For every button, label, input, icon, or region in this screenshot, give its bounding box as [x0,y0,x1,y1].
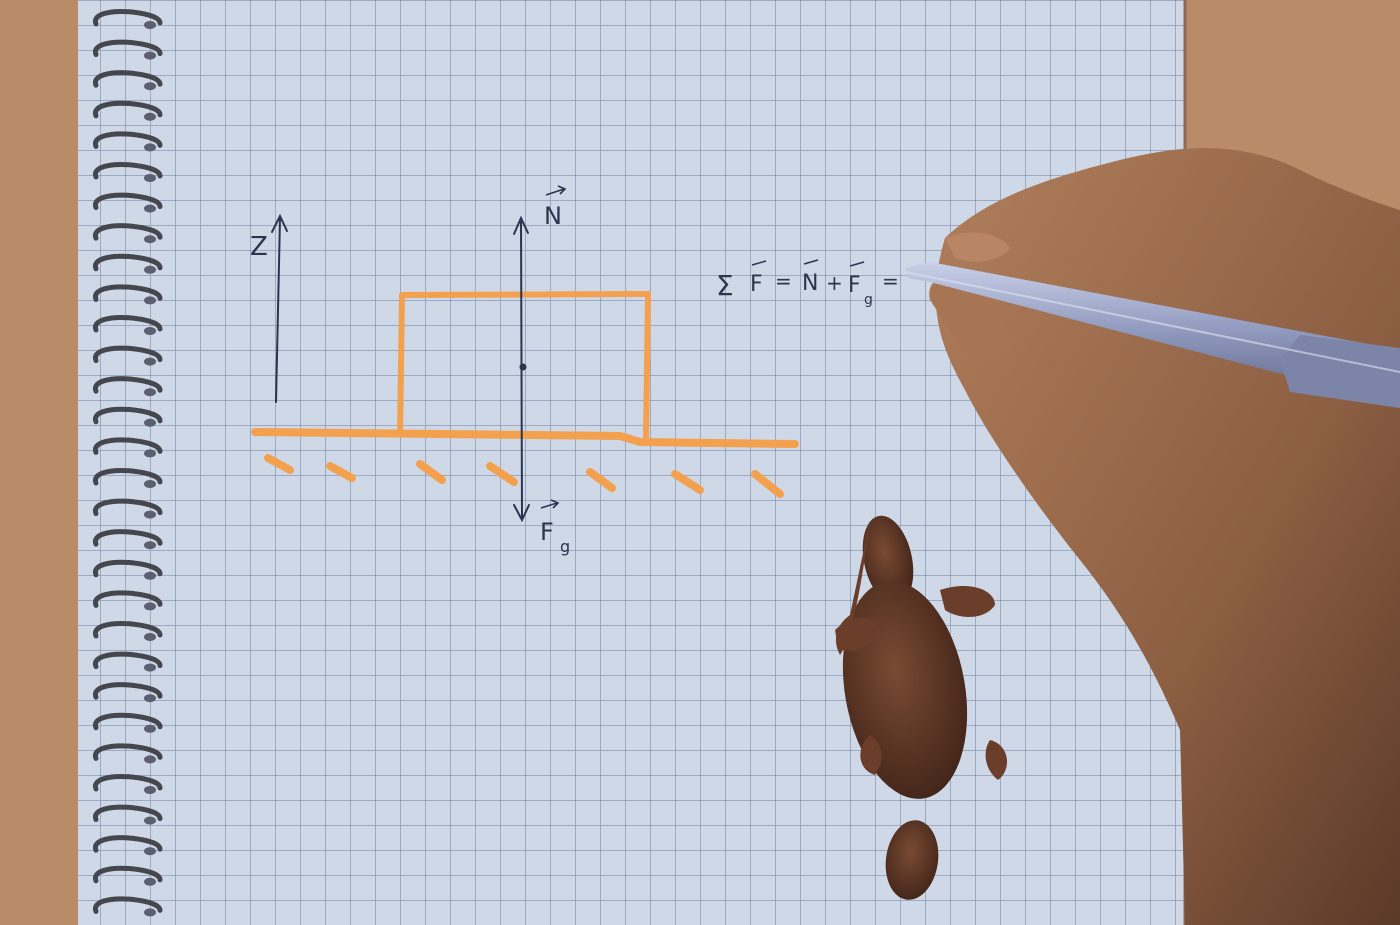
spiral-ring [93,9,163,27]
spiral-ring [93,406,163,425]
spiral-hole [144,724,156,733]
z-axis [271,213,288,403]
spiral-hole [144,633,156,641]
ground-line [251,428,799,448]
spiral-ring [93,345,163,364]
gravity-force-label: F [540,518,554,546]
spiral-hole [144,296,156,305]
spiral-binding [93,9,163,917]
spiral-hole [144,602,156,611]
spiral-ring [93,865,163,884]
equation-n: N [802,271,818,296]
spiral-hole [144,541,156,550]
spiral-ring [93,559,163,578]
spiral-ring [93,468,163,486]
spiral-hole [144,174,156,182]
spiral-ring [93,621,163,639]
spiral-hole [144,847,156,856]
spiral-ring [93,315,163,333]
equation-equals-2: = [882,269,899,293]
spiral-ring [93,253,163,272]
spiral-ring [93,682,163,700]
gravity-subscript: g [560,537,570,556]
equation-f: F [750,272,763,297]
spiral-hole [144,571,156,580]
spiral-hole [144,235,156,244]
normal-force-label: N [544,202,562,230]
spiral-hole [144,908,156,917]
spiral-hole [144,357,156,366]
z-axis-label: Z [250,232,268,262]
spiral-ring [93,100,163,119]
spiral-ring [93,651,163,670]
spiral-hole [144,204,156,213]
center-of-mass-dot [519,363,527,371]
spiral-hole [144,265,156,274]
equation-vector-arrows-icon [751,259,865,267]
gravity-vector-arrow-icon [540,499,560,509]
equation-plus: + [826,271,843,295]
spiral-ring [93,39,163,58]
ground-hatching [264,454,784,498]
equation: Σ F = N + F g = [716,269,899,308]
spiral-hole [144,755,156,764]
spiral-hole [144,388,156,397]
spiral-ring [93,590,163,608]
spiral-ring [93,192,163,211]
spiral-ring [93,804,163,823]
platypus-figurine [835,515,1008,900]
spiral-hole [144,327,156,335]
spiral-ring [93,529,163,547]
spiral-ring [93,376,163,394]
block-drawing [397,291,651,439]
spiral-ring [93,712,163,731]
sum-symbol: Σ [716,269,734,302]
spiral-ring [93,437,163,455]
spiral-ring [93,162,163,180]
spiral-hole [144,112,156,121]
spiral-hole [144,510,156,519]
spiral-ring [93,896,163,914]
spiral-hole [144,816,156,825]
spiral-hole [144,480,156,488]
spiral-ring [93,743,163,761]
spiral-ring [93,223,163,241]
spiral-hole [144,21,156,29]
spiral-hole [144,786,156,794]
equation-fg: F [848,273,861,298]
spiral-hole [144,449,156,458]
spiral-ring [93,284,163,302]
spiral-hole [144,694,156,703]
equation-fg-subscript: g [864,292,873,308]
equation-equals-1: = [775,269,792,293]
spiral-hole [144,418,156,427]
spiral-ring [93,131,163,149]
spiral-ring [93,774,163,792]
spiral-hole [144,877,156,886]
spiral-ring [93,835,163,853]
normal-vector-arrow-icon [545,185,567,196]
spiral-hole [144,663,156,672]
spiral-hole [144,143,156,152]
spiral-ring [93,498,163,517]
spiral-hole [144,51,156,60]
pen [904,262,1400,408]
spiral-hole [144,82,156,91]
spiral-ring [93,70,163,88]
